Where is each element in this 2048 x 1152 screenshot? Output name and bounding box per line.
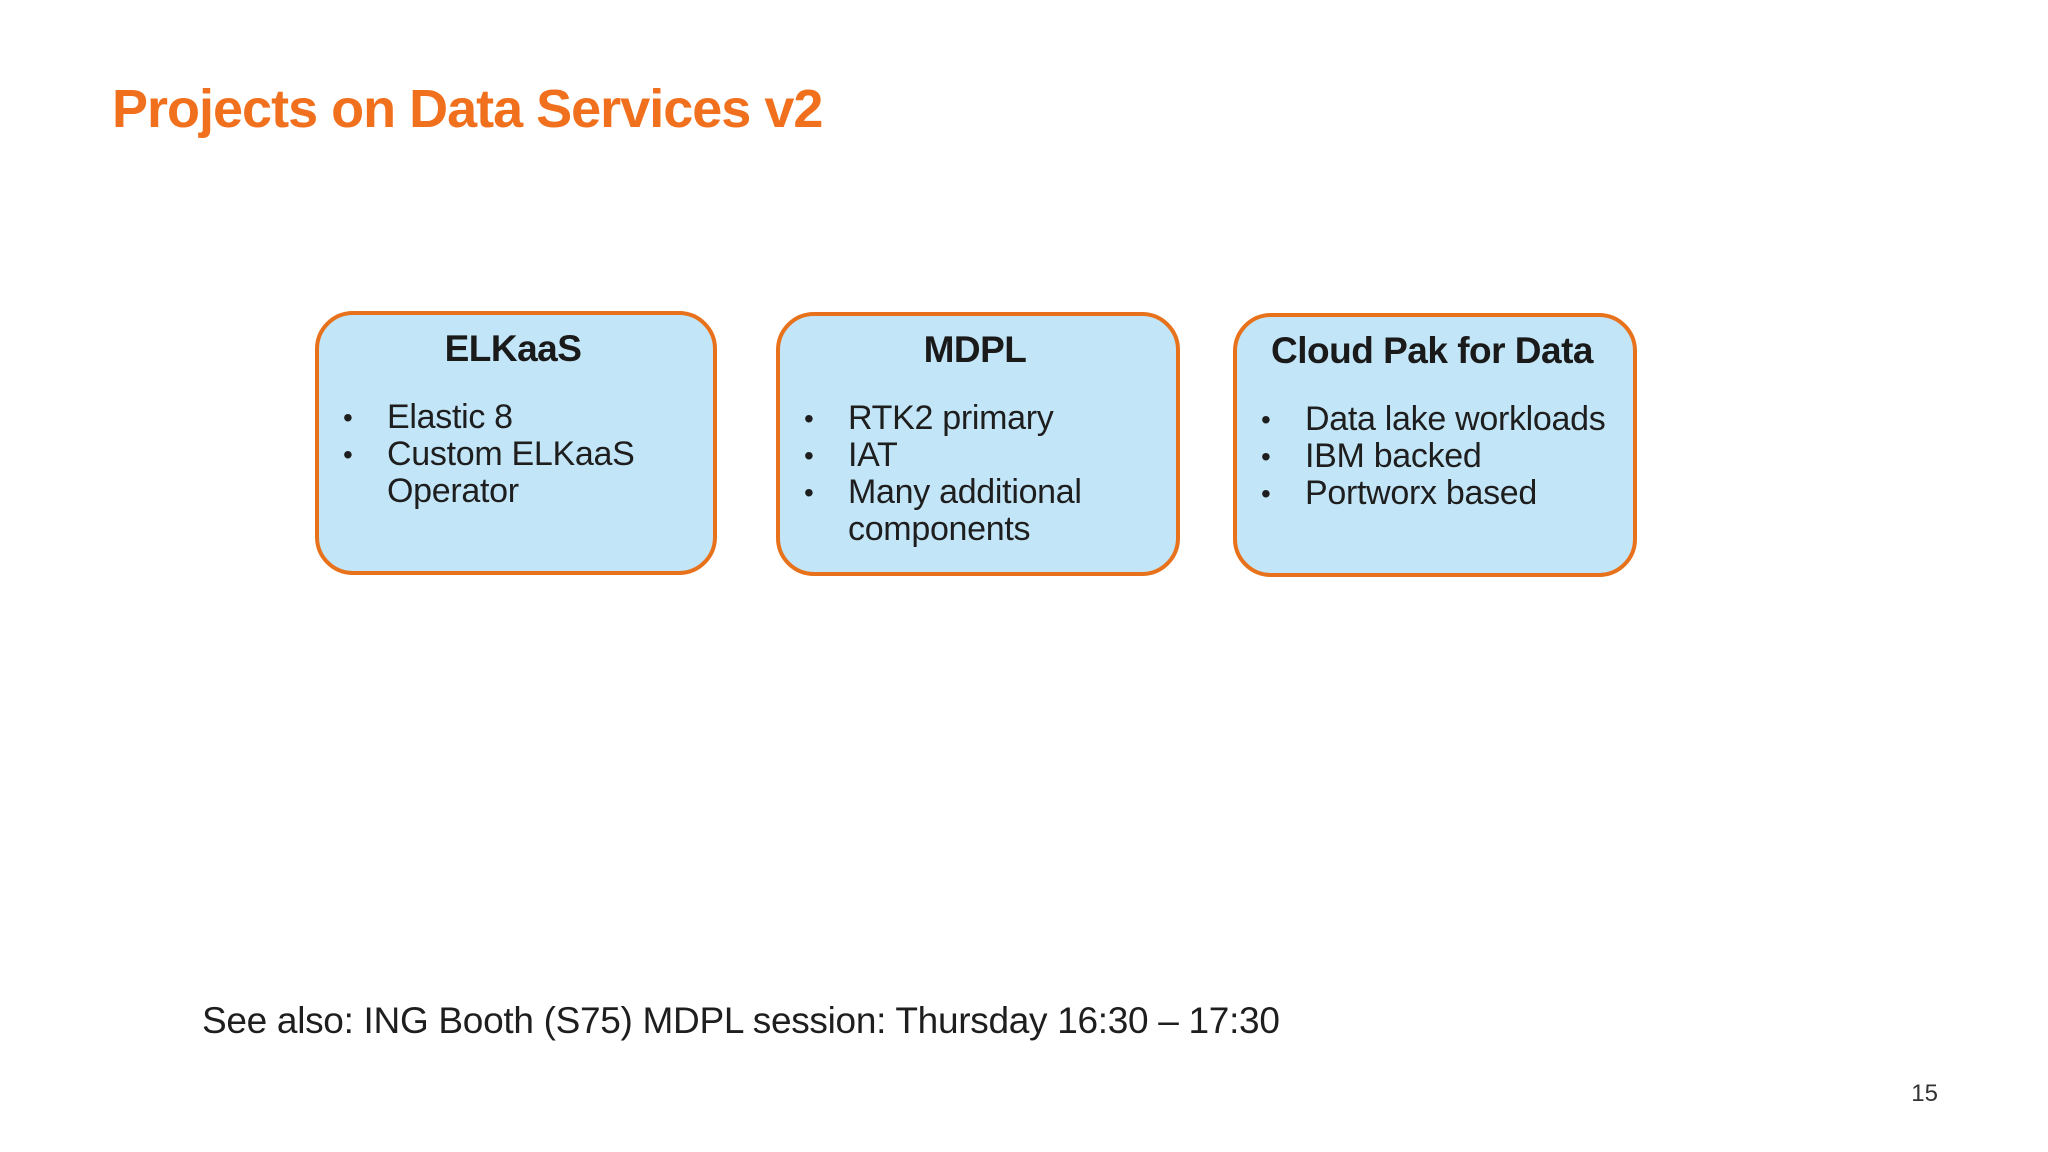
card-mdpl: MDPL • RTK2 primary • IAT • Many additio… [776, 312, 1180, 576]
list-item: • IAT [780, 437, 1170, 474]
bullet-icon: • [804, 403, 814, 434]
bullet-label: IAT [848, 436, 898, 474]
bullet-icon: • [1261, 404, 1271, 435]
card-elkaas: ELKaaS • Elastic 8 • Custom ELKaaS Opera… [315, 311, 717, 575]
list-item: • Custom ELKaaS Operator [319, 436, 707, 510]
card-title: ELKaaS [444, 328, 582, 369]
card-bullet-list: • Elastic 8 • Custom ELKaaS Operator [319, 399, 707, 510]
list-item: • IBM backed [1237, 438, 1627, 475]
bullet-label: Elastic 8 [387, 398, 513, 436]
page-number: 15 [1911, 1080, 1938, 1107]
slide-title: Projects on Data Services v2 [112, 79, 823, 140]
card-bullet-list: • Data lake workloads • IBM backed • Por… [1237, 401, 1627, 512]
bullet-icon: • [804, 477, 814, 508]
bullet-icon: • [1261, 478, 1271, 509]
list-item: • RTK2 primary [780, 400, 1170, 437]
bullet-label: Custom ELKaaS Operator [387, 435, 635, 510]
list-item: • Elastic 8 [319, 399, 707, 436]
bullet-icon: • [1261, 441, 1271, 472]
card-title: MDPL [923, 329, 1027, 370]
card-bullet-list: • RTK2 primary • IAT • Many additional c… [780, 400, 1170, 548]
bullet-label: Portworx based [1305, 474, 1538, 512]
bullet-label: IBM backed [1305, 437, 1482, 475]
bullet-label: RTK2 primary [848, 399, 1054, 437]
card-cloud-pak-for-data: Cloud Pak for Data • Data lake workloads… [1233, 313, 1637, 577]
list-item: • Data lake workloads [1237, 401, 1627, 438]
bullet-icon: • [804, 440, 814, 471]
list-item: • Portworx based [1237, 475, 1627, 512]
card-title: Cloud Pak for Data [1271, 330, 1594, 371]
bullet-icon: • [343, 439, 353, 470]
bullet-label: Data lake workloads [1305, 400, 1606, 438]
footnote: See also: ING Booth (S75) MDPL session: … [202, 1000, 1280, 1041]
bullet-label: Many additional components [848, 473, 1082, 548]
list-item: • Many additional components [780, 474, 1170, 548]
bullet-icon: • [343, 402, 353, 433]
